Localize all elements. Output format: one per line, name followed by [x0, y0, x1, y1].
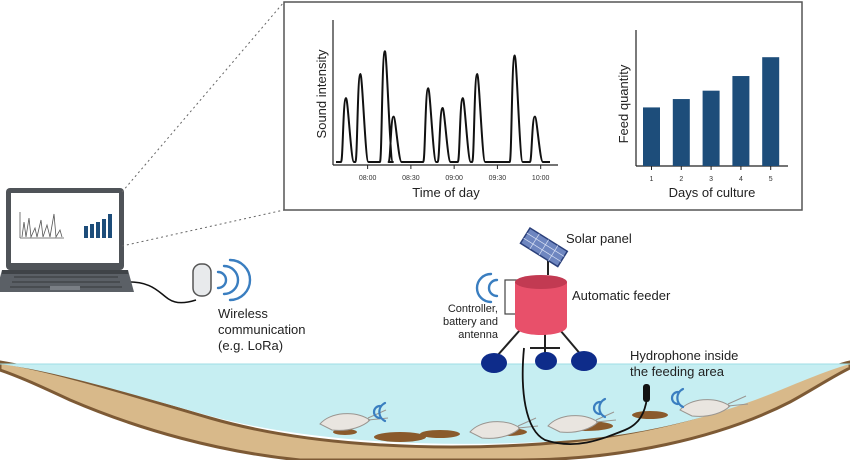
line-chart-xtick-label: 08:30	[402, 175, 420, 182]
controller-label-line-2: battery and	[442, 316, 498, 328]
line-chart-xtick-label: 08:00	[359, 175, 377, 182]
controller-label: Controller, battery and antenna	[428, 303, 498, 342]
bar-day-3	[702, 90, 720, 166]
hydrophone-label-line-2: the feeding area	[630, 364, 724, 379]
sound-intensity-chart: 08:00 08:30 09:00 09:30 10:00 Time of day So…	[314, 20, 558, 200]
feeder-tank	[515, 282, 567, 335]
sound-wave-icon	[592, 397, 607, 419]
hydrophone-device	[643, 384, 650, 402]
bar-chart-ylabel: Feed quantity	[616, 64, 631, 143]
bar-chart-xtick-label: 2	[679, 176, 683, 183]
wireless-module	[192, 258, 252, 302]
feeder-antenna-icon	[475, 272, 499, 304]
solar-panel-icon	[519, 226, 569, 268]
wireless-device-icon	[192, 263, 212, 297]
bar-day-4	[732, 76, 750, 166]
wireless-signal-icon	[216, 258, 252, 302]
bar-chart-xtick-label: 4	[739, 176, 743, 183]
bar-chart-xtick-label: 5	[769, 176, 773, 183]
wireless-label-line-3: (e.g. LoRa)	[218, 338, 284, 353]
hydrophone-label-line-1: Hydrophone inside	[630, 348, 739, 363]
hydrophone-label: Hydrophone inside the feeding area	[630, 348, 738, 380]
hydrophone	[521, 347, 650, 446]
sound-intensity-line	[336, 50, 550, 163]
wireless-label: Wireless communication (e.g. LoRa)	[218, 306, 305, 354]
float-center	[535, 352, 557, 370]
shrimp-icon	[319, 409, 389, 431]
controller-label-line-1: Controller,	[447, 303, 498, 315]
zoom-lines	[121, 1, 285, 247]
hydrophone-cable	[521, 347, 648, 446]
pond-water	[0, 364, 850, 444]
line-chart-ylabel: Sound intensity	[314, 49, 329, 138]
automatic-feeder-label: Automatic feeder	[572, 288, 671, 303]
laptop-mini-line-chart	[19, 212, 64, 239]
wireless-label-line-2: communication	[218, 322, 306, 337]
line-chart-xtick-label: 10:00	[532, 175, 550, 182]
line-chart-xlabel: Time of day	[412, 185, 480, 200]
wireless-label-line-1: Wireless	[218, 306, 268, 321]
pond	[0, 354, 850, 460]
laptop-cable	[123, 281, 197, 304]
bar-chart-xtick-label: 1	[650, 176, 654, 183]
bar-day-1	[643, 107, 660, 166]
laptop-icon	[0, 188, 134, 292]
sound-wave-icon	[670, 387, 685, 409]
float-left	[481, 353, 507, 373]
bar-chart-xlabel: Days of culture	[669, 185, 756, 200]
sound-wave-icon	[372, 401, 387, 423]
laptop-mini-bar-chart	[84, 214, 112, 238]
line-chart-xtick-label: 09:30	[489, 175, 507, 182]
bar-day-2	[672, 99, 690, 166]
shrimp-icon	[469, 417, 539, 439]
shrimp-group	[319, 395, 749, 439]
shrimp-icon	[547, 411, 617, 433]
shrimp-icon	[679, 395, 749, 417]
bar-day-5	[762, 57, 780, 167]
controller-label-line-3: antenna	[458, 329, 498, 341]
feeder-lid	[515, 275, 567, 289]
bar-chart-xtick-label: 3	[709, 176, 713, 183]
feed-quantity-chart: 1 2 3 4 5 Days of culture Feed quantity	[616, 30, 788, 200]
automatic-feeder	[475, 226, 597, 373]
shrimp-sound-waves	[372, 387, 685, 423]
line-chart-xtick-label: 09:00	[445, 175, 463, 182]
solar-panel-label: Solar panel	[566, 231, 632, 246]
float-right	[571, 351, 597, 371]
